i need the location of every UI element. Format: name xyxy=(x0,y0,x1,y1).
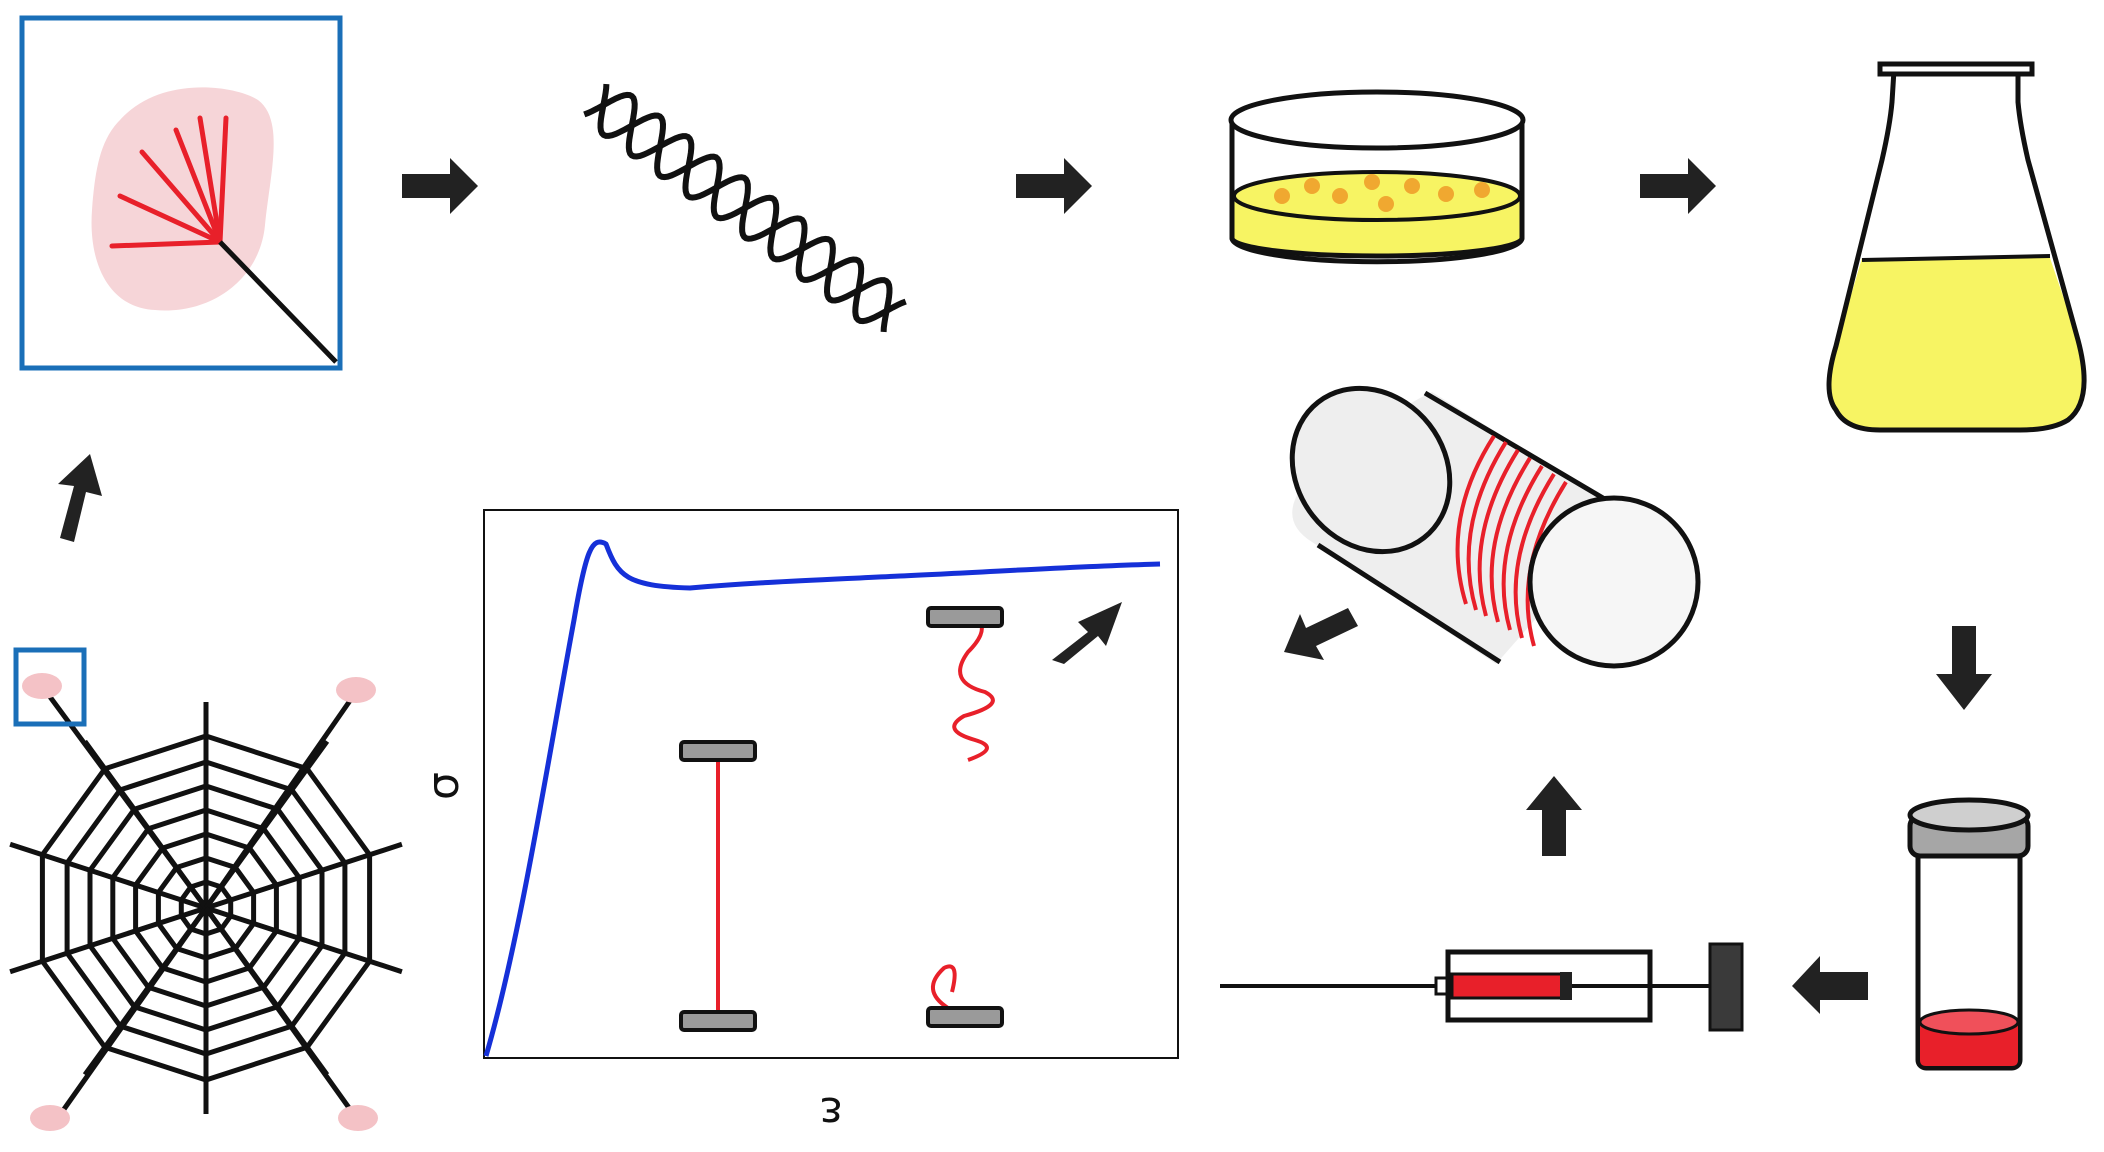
syringe-thumb-press xyxy=(1708,942,1744,1032)
spool-body-bottom-edge xyxy=(1316,542,1502,665)
plot-frame xyxy=(483,509,1179,1059)
web-spoke xyxy=(9,905,207,975)
upper-clamp-left xyxy=(679,740,757,762)
stress-strain-curve xyxy=(483,539,1161,1057)
arrow-flask-to-vial xyxy=(1936,626,1992,710)
plot-y-axis-label: σ xyxy=(418,772,469,800)
web-spoke xyxy=(205,905,403,975)
upper-clamp-right xyxy=(926,606,1004,628)
spool-body-top-edge xyxy=(1423,390,1627,514)
arrow-gland-to-dna xyxy=(402,158,478,214)
plot-x-axis-label: ε xyxy=(819,1087,843,1138)
arrow-spool-to-plot xyxy=(1284,608,1358,660)
vial-dope-solution xyxy=(1920,1024,2018,1066)
petri-dish-lid-rim xyxy=(1228,89,1526,151)
arrow-web-to-gland xyxy=(58,454,102,542)
spool-back-end xyxy=(1289,385,1453,555)
helix-strand-b xyxy=(597,83,893,333)
arrow-in-plot xyxy=(1052,602,1122,664)
syringe-icon xyxy=(1220,942,1744,1032)
broken-fiber-sample xyxy=(926,606,1004,1028)
flow-arrows xyxy=(58,158,1992,1014)
web-zoom-highlight-box xyxy=(13,647,87,727)
gland-ducts xyxy=(109,115,229,249)
spider-web-icon xyxy=(9,647,403,1131)
web-spoke xyxy=(205,841,403,911)
spool-front-end xyxy=(1527,495,1701,669)
spool-wound-fiber xyxy=(1455,434,1568,647)
arrow-dna-to-petri xyxy=(1016,158,1092,214)
bacterial-colonies xyxy=(1274,174,1490,212)
web-spoke xyxy=(9,841,207,911)
arrow-petri-to-flask xyxy=(1640,158,1716,214)
flask-liquid xyxy=(1829,258,2085,430)
flask-body xyxy=(1826,69,2087,433)
arrow-vial-to-syringe xyxy=(1792,956,1868,1014)
lower-clamp-left xyxy=(679,1010,757,1032)
vial-dope-surface xyxy=(1918,1008,2020,1036)
straight-fiber-sample xyxy=(679,740,757,1032)
syringe-dope xyxy=(1450,972,1566,1000)
vial-cap-top xyxy=(1907,797,2031,833)
stress-strain-plot: σ ε xyxy=(418,509,1179,1138)
dna-double-helix-icon xyxy=(583,83,907,333)
flask-liquid-surface xyxy=(1861,254,2051,262)
syringe-plunger-seal xyxy=(1560,972,1572,1000)
web-anchor-glands xyxy=(22,673,378,1131)
lower-clamp-right xyxy=(926,1006,1004,1028)
petri-dish-icon xyxy=(1228,89,1526,265)
silk-gland-icon xyxy=(19,15,343,371)
fiber-spool-icon xyxy=(1289,385,1701,669)
vial-icon xyxy=(1907,797,2031,1071)
gland-spinneret-duct xyxy=(218,240,338,364)
arrow-syringe-to-spool xyxy=(1526,776,1582,856)
tensile-clamp-icon xyxy=(679,606,1004,1032)
flask-rim xyxy=(1877,61,2035,77)
erlenmeyer-flask-icon xyxy=(1826,61,2087,433)
gland-zoom-frame xyxy=(19,15,343,371)
